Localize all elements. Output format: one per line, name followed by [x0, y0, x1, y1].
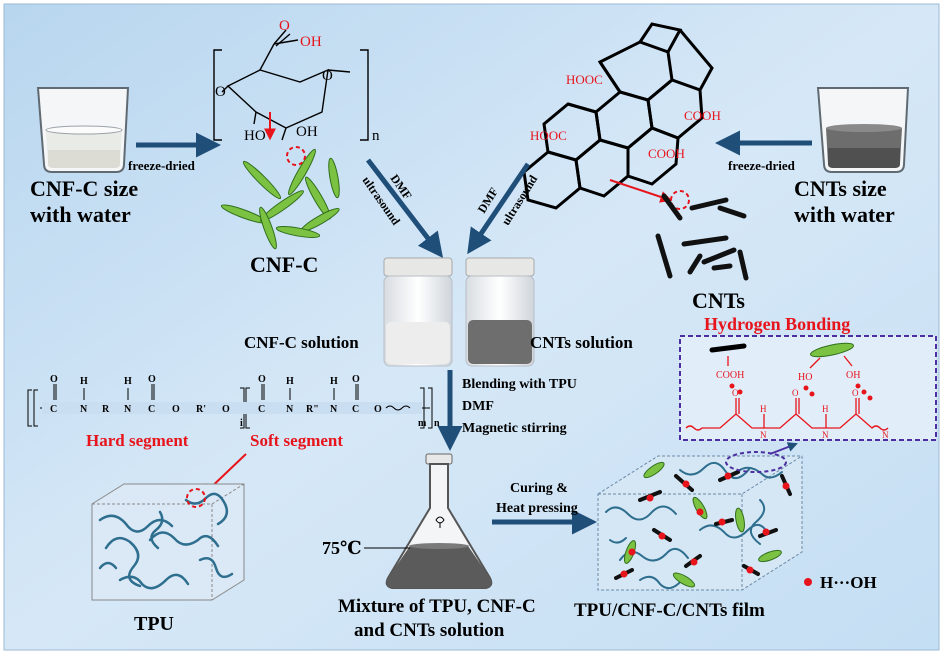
composite-film — [597, 451, 803, 591]
subscript-i: i — [240, 418, 243, 429]
cellulose-oh: OH — [296, 124, 318, 140]
cnfc-highlight-circle — [286, 146, 306, 166]
tpu-formula-chain: C N R N C O R' O C N R" N C O i m n — [42, 402, 440, 429]
cnts-label: CNTs — [692, 288, 745, 313]
hbond-ho: HO — [798, 372, 812, 383]
left-beaker — [36, 87, 130, 173]
dmf-arrow-left — [366, 158, 444, 258]
cellulose-oh-top: OH — [300, 34, 322, 50]
cellulose-ho: HO — [244, 128, 266, 144]
cnts-solution-label: CNTs solution — [530, 333, 633, 352]
cnt-group-3: HOOC — [530, 128, 567, 143]
left-beaker-caption-2: with water — [30, 202, 131, 227]
atom-n-1: N — [80, 404, 88, 415]
cnt-structure — [522, 22, 714, 210]
flask-caption-1: Mixture of TPU, CNF-C — [338, 596, 536, 617]
hbond-legend-label: H···OH — [820, 573, 877, 592]
cnt-highlight-circle — [670, 190, 690, 210]
atom-o-6: O — [222, 404, 230, 415]
soft-segment-label: Soft segment — [250, 431, 343, 450]
atom-o-3: O — [258, 374, 266, 385]
dmf-arrow-right — [467, 162, 531, 255]
atom-r-prime: R' — [196, 404, 206, 415]
atom-c-1: C — [50, 404, 57, 415]
tpu-cube — [91, 483, 245, 601]
atom-o-1: O — [50, 374, 58, 385]
svg-text:N: N — [882, 430, 889, 440]
freeze-dried-label-right: freeze-dried — [728, 158, 796, 173]
atom-n-2: N — [124, 404, 132, 415]
atom-n-4: N — [330, 404, 338, 415]
erlenmeyer-flask — [385, 453, 493, 589]
right-beaker-caption-1: CNTs size — [794, 176, 887, 201]
atom-c-4: C — [352, 404, 359, 415]
curing-label-1: Curing & — [510, 481, 568, 496]
hbond-title: Hydrogen Bonding — [704, 314, 850, 334]
cnfc-fibers — [220, 148, 340, 250]
atom-r: R — [102, 404, 110, 415]
hbond-cooh: COOH — [716, 370, 744, 381]
film-label: TPU/CNF-C/CNTs film — [574, 600, 765, 621]
right-beaker — [816, 87, 910, 173]
blending-step-1: Blending with TPU — [462, 377, 577, 392]
cnt-group-4: COOH — [648, 146, 685, 161]
atom-h-2: H — [124, 376, 132, 387]
cellulose-ring-o: O — [322, 68, 333, 84]
tpu-formula-atoms: O H H O O H H O — [50, 374, 360, 387]
svg-text:H: H — [760, 404, 767, 414]
atom-o-2: O — [148, 374, 156, 385]
temperature-label: 75℃ — [322, 538, 362, 558]
subscript-n: n — [434, 418, 440, 429]
cnts-vial — [465, 257, 535, 367]
left-beaker-caption-1: CNF-C size — [30, 176, 138, 201]
atom-h-3: H — [286, 376, 294, 387]
hard-segment-label: Hard segment — [86, 431, 189, 450]
atom-c-3: C — [258, 404, 265, 415]
atom-h-1: H — [80, 376, 88, 387]
cnt-red-arrow — [609, 179, 673, 203]
svg-text:N: N — [822, 430, 829, 440]
cellulose-n: n — [372, 128, 380, 144]
svg-text:O: O — [792, 388, 799, 398]
atom-n-3: N — [286, 404, 294, 415]
svg-text:O: O — [852, 388, 859, 398]
cnt-group-1: HOOC — [566, 72, 603, 87]
cnt-group-2: COOH — [684, 108, 721, 123]
svg-text:O: O — [732, 388, 739, 398]
cellulose-carbonyl-o: O — [279, 18, 290, 34]
atom-h-4: H — [330, 376, 338, 387]
svg-text:H: H — [822, 404, 829, 414]
cnfc-vial — [383, 257, 453, 367]
svg-text:N: N — [760, 430, 767, 440]
freeze-dried-label-left: freeze-dried — [128, 158, 196, 173]
cnfc-solution-label: CNF-C solution — [244, 333, 359, 352]
cellulose-structure — [213, 29, 369, 141]
right-beaker-caption-2: with water — [794, 202, 895, 227]
hbond-oh: OH — [846, 370, 860, 381]
blending-step-2: DMF — [462, 399, 494, 414]
subscript-m: m — [418, 418, 427, 429]
hbond-legend-dot — [804, 578, 812, 586]
atom-r-double-prime: R" — [306, 404, 319, 415]
cnt-rods — [655, 193, 749, 281]
atom-c-2: C — [148, 404, 155, 415]
atom-o-5: O — [172, 404, 180, 415]
hbond-box: O O O H H N N N COOH HO OH — [679, 335, 937, 441]
cellulose-left-o: O — [215, 84, 226, 100]
cnfc-label: CNF-C — [250, 252, 318, 277]
flask-caption-2: and CNTs solution — [354, 620, 505, 641]
film-to-hbond-arrow — [769, 442, 798, 455]
tpu-label: TPU — [134, 613, 174, 635]
curing-label-2: Heat pressing — [496, 501, 578, 516]
atom-o-7: O — [374, 404, 382, 415]
blending-step-3: Magnetic stirring — [462, 421, 567, 436]
atom-o-4: O — [352, 374, 360, 385]
